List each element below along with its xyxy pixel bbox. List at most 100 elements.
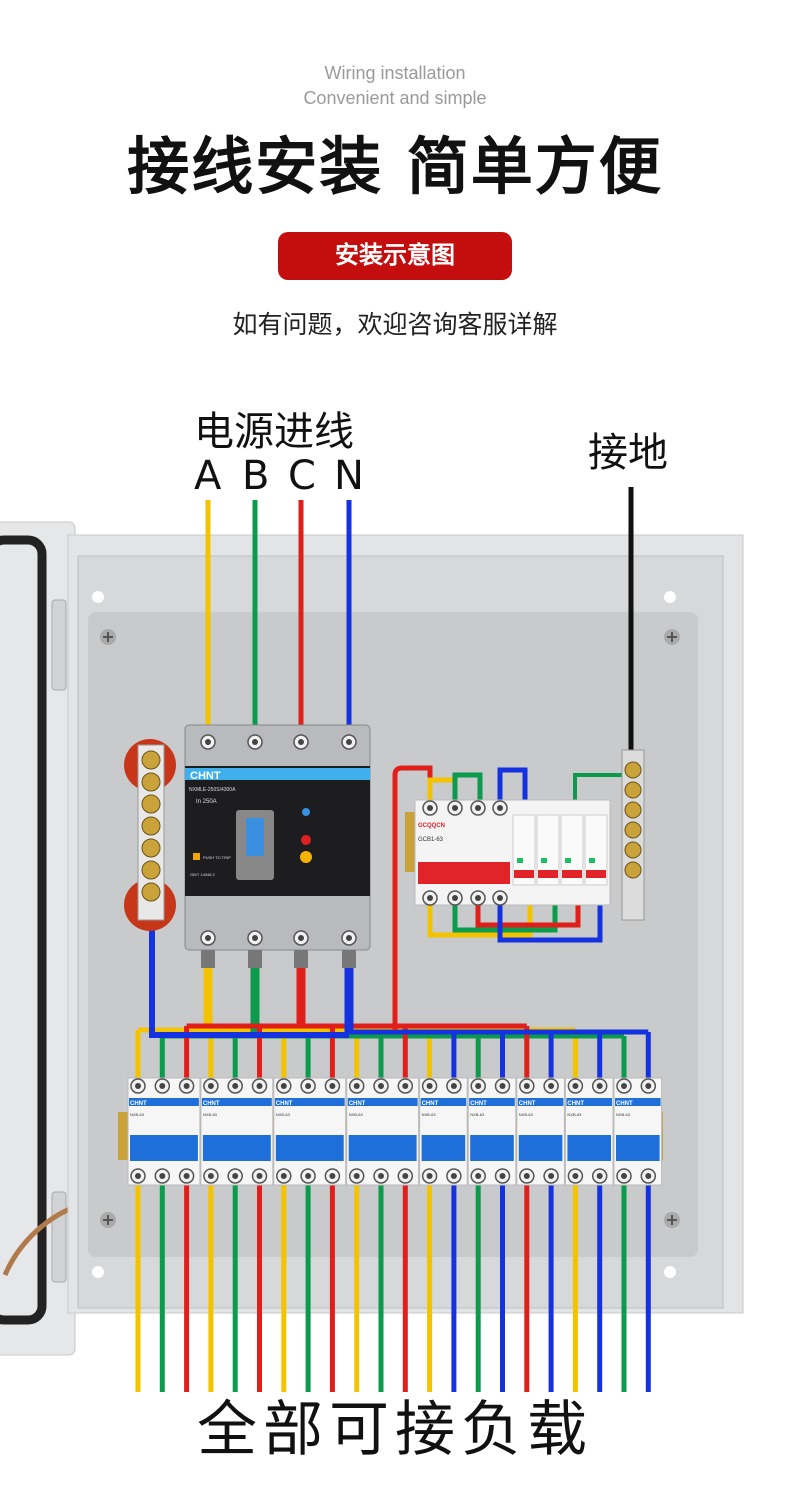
branch-bottom-terminal-core [523, 1173, 530, 1179]
branch-bottom-terminal-core [353, 1173, 360, 1179]
spd-label [514, 870, 534, 878]
branch-breaker-body [273, 1077, 347, 1186]
branch-breaker-handle [348, 1135, 417, 1161]
terminal-screw-icon [141, 816, 161, 836]
branch-breaker-brand: CHNT [567, 1101, 584, 1107]
mount-hole [92, 1266, 104, 1278]
branch-breaker-5 [419, 1077, 468, 1186]
rcd-brand: GCQQCN [418, 823, 445, 829]
push-to-trip-button [193, 853, 200, 860]
ground-screw-icon [624, 861, 642, 879]
rcd-out-red [475, 900, 581, 928]
spd-indicator [517, 858, 523, 863]
branch-breaker-7 [516, 1077, 565, 1186]
terminal-sleeve [201, 950, 215, 968]
branch-breaker-brand: CHNT [616, 1101, 633, 1107]
branch-breaker-model: NXB-63 [470, 1112, 485, 1117]
ground-screw-icon [624, 821, 642, 839]
terminal-screw-icon [141, 772, 161, 792]
ground-screw-icon [624, 801, 642, 819]
branch-breaker-brand: CHNT [276, 1101, 293, 1107]
branch-breaker-model: NXB-63 [567, 1112, 582, 1117]
surge-protector [512, 814, 536, 886]
branch-breaker-strip [274, 1098, 345, 1106]
terminal-screw-icon [141, 860, 161, 880]
ground-screw-icon [624, 841, 642, 859]
diagram-badge: 安装示意图 [278, 232, 512, 280]
ground-label: 接地 [588, 430, 668, 476]
branch-top-terminal-core [232, 1083, 239, 1089]
branch-bottom-terminal-core [329, 1173, 336, 1179]
rcd-model: GCB1-63 [418, 837, 444, 843]
branch-bottom-terminal-core [499, 1173, 506, 1179]
branch-breaker-strip [201, 1098, 272, 1106]
branch-breaker-model: NXB-63 [130, 1112, 145, 1117]
spd-label [562, 870, 582, 878]
branch-top-terminal-core [329, 1083, 336, 1089]
main-breaker-bottom-terminal-core [205, 935, 211, 941]
subtitle-en-2: Convenient and simple [303, 88, 487, 108]
branch-breaker-brand: CHNT [470, 1101, 487, 1107]
branch-breaker-2 [200, 1077, 274, 1186]
branch-breaker-brand: CHNT [349, 1101, 366, 1107]
main-breaker-top-terminal-core [252, 739, 258, 745]
branch-breaker-8 [564, 1077, 614, 1186]
branch-bottom-terminal-core [280, 1173, 287, 1179]
phase-label-n: N [334, 453, 364, 499]
rcd-out-yellow [427, 900, 533, 938]
branch-breaker-body [516, 1077, 565, 1186]
branch-bottom-terminal-core [475, 1173, 482, 1179]
terminal-sleeve [248, 950, 262, 968]
branch-bottom-terminal-core [207, 1173, 214, 1179]
terminal-sleeve [294, 950, 308, 968]
mount-hole [664, 1266, 676, 1278]
branch-bottom-terminal-core [256, 1173, 263, 1179]
branch-top-terminal-core [572, 1083, 579, 1089]
main-breaker [184, 724, 371, 951]
branch-breaker-handle [616, 1135, 660, 1161]
spd-indicator [541, 858, 547, 863]
rcd-handle-bar [418, 862, 510, 884]
branch-bottom-terminal-core [548, 1173, 555, 1179]
rcd-top-terminal-core [497, 805, 503, 811]
branch-top-terminal-core [523, 1083, 530, 1089]
rcd-bottom-terminal-core [452, 895, 458, 901]
branch-bottom-terminal-core [183, 1173, 190, 1179]
branch-top-terminal-core [621, 1083, 627, 1089]
branch-top-terminal-core [305, 1083, 312, 1089]
branch-breaker-handle [518, 1135, 563, 1161]
din-rail-left [405, 812, 417, 872]
main-breaker-brand: CHNT [190, 770, 221, 782]
branch-breaker-strip [566, 1098, 612, 1106]
branch-breaker-strip [615, 1098, 661, 1106]
main-breaker-strip [185, 768, 370, 780]
branch-breaker-body [467, 1077, 517, 1186]
branch-top-terminal-core [378, 1083, 384, 1089]
branch-breaker-body [127, 1077, 201, 1186]
main-breaker-standard: GB/T 14048.2 [190, 872, 216, 877]
branch-breaker-brand: CHNT [203, 1101, 220, 1107]
branch-breaker-handle [275, 1135, 344, 1161]
rcd-bottom-terminal-core [497, 895, 503, 901]
push-to-trip-label: PUSH TO TRIP [203, 855, 231, 860]
branch-breaker-handle [567, 1135, 611, 1161]
branch-top-terminal-core [450, 1083, 457, 1089]
branch-breaker-4 [346, 1077, 420, 1186]
branch-breaker-model: NXB-63 [422, 1112, 437, 1117]
mount-hole [664, 591, 676, 603]
power-input-label: 电源进线 [194, 409, 354, 455]
rcd-top-terminal-core [452, 805, 458, 811]
branch-bottom-terminal-core [232, 1173, 239, 1179]
branch-top-terminal-core [183, 1083, 190, 1089]
branch-breaker-9 [613, 1077, 663, 1186]
branch-breaker-strip [420, 1098, 467, 1106]
branch-bottom-terminal-core [305, 1173, 312, 1179]
rcd-bottom-terminal-core [427, 895, 433, 901]
rcd-out-blue [497, 900, 603, 943]
rcd-top-terminal-core [475, 805, 481, 811]
branch-breaker-body [346, 1077, 420, 1186]
surge-protector [560, 814, 584, 886]
main-breaker-model: NXMLE-250S/4300A [189, 787, 236, 793]
branch-breaker-strip [347, 1098, 418, 1106]
surge-protector [584, 814, 608, 886]
